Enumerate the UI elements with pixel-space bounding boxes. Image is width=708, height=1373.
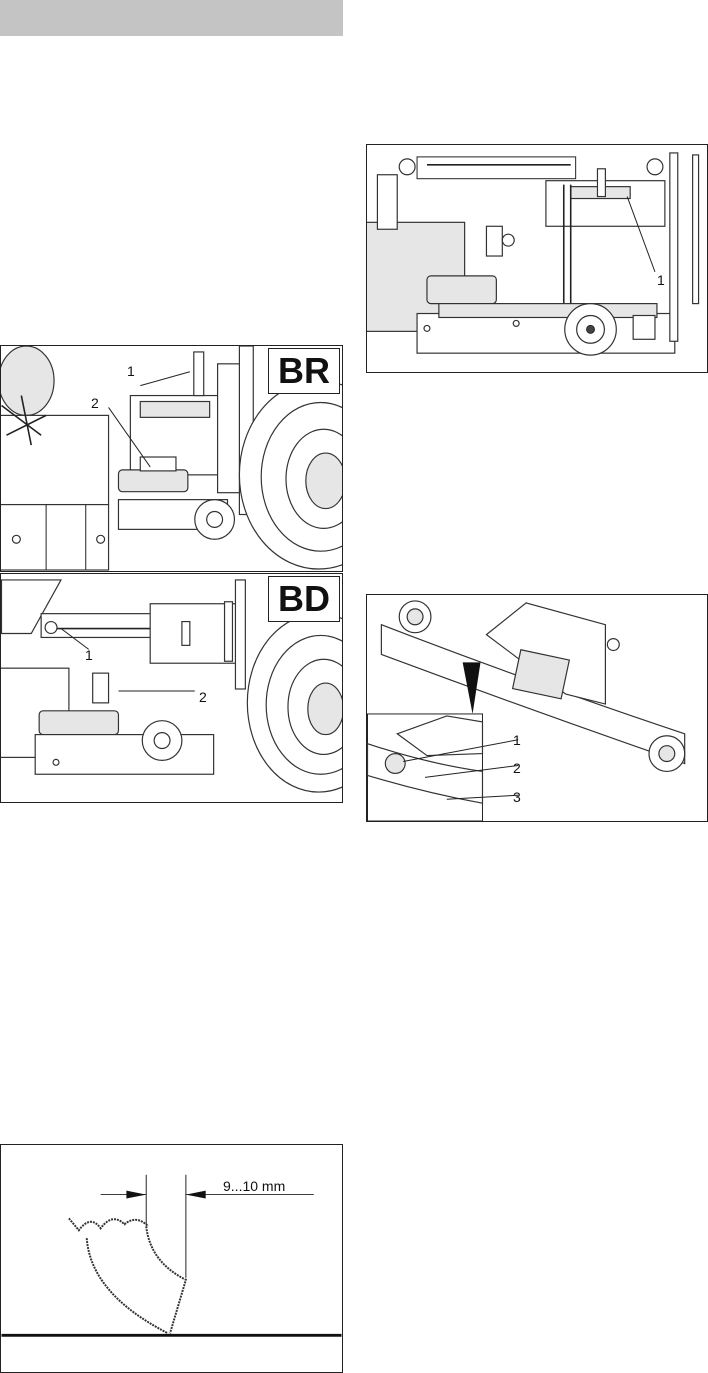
figure-bd-model: BD 1 2 bbox=[0, 573, 343, 803]
callout-2: 2 bbox=[91, 395, 99, 411]
section-header-bar bbox=[0, 0, 343, 36]
dimension-label: 9...10 mm bbox=[223, 1178, 285, 1194]
figure-squeegee-adjust-top: 1 bbox=[366, 144, 708, 373]
callout-1: 1 bbox=[85, 647, 93, 663]
figure-squeegee-blade-layers: 1 2 3 bbox=[366, 594, 708, 822]
figure-blade-overlap-dimension: 9...10 mm bbox=[0, 1144, 343, 1373]
callout-2: 2 bbox=[513, 760, 521, 776]
figure-br-model: BR 1 2 bbox=[0, 345, 343, 572]
callout-1: 1 bbox=[657, 272, 665, 288]
callout-1: 1 bbox=[513, 732, 521, 748]
callout-1: 1 bbox=[127, 363, 135, 379]
callout-3: 3 bbox=[513, 789, 521, 805]
callout-2: 2 bbox=[199, 689, 207, 705]
